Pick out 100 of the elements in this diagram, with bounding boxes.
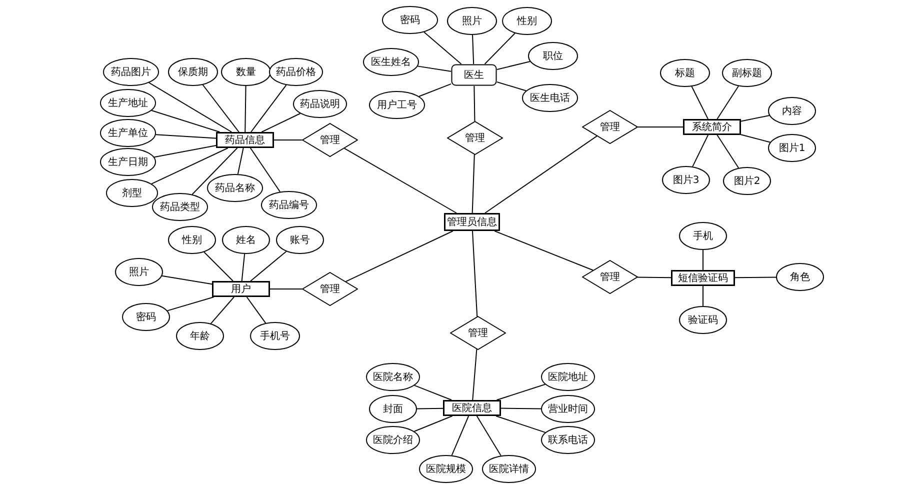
attribute-ellipse: 医院介绍	[366, 426, 420, 454]
connector-line	[740, 134, 771, 143]
connector-line	[740, 115, 770, 122]
connector-line	[151, 148, 228, 184]
attribute-ellipse: 营业时间	[541, 395, 595, 423]
attribute-ellipse: 角色	[776, 263, 824, 291]
connector-line	[716, 86, 739, 120]
connector-line	[237, 148, 244, 175]
attribute-ellipse: 副标题	[722, 59, 772, 87]
connector-line	[250, 250, 287, 282]
attribute-ellipse: 保质期	[168, 58, 218, 86]
attribute-ellipse: 姓名	[222, 226, 270, 254]
attribute-ellipse: 药品图片	[103, 58, 159, 86]
connector-line	[496, 81, 527, 92]
connector-line	[494, 230, 594, 271]
attribute-ellipse: 数量	[221, 58, 271, 86]
attribute-ellipse: 封面	[369, 395, 417, 423]
attribute-ellipse: 性别	[168, 226, 216, 254]
relationship-diamond: 管理	[447, 121, 503, 155]
attribute-ellipse: 性别	[502, 7, 552, 35]
attribute-ellipse: 内容	[768, 97, 816, 125]
attribute-ellipse: 用户工号	[369, 91, 425, 119]
connector-line	[472, 34, 474, 64]
connector-line	[424, 32, 462, 64]
attribute-ellipse: 验证码	[679, 306, 727, 334]
connector-line	[474, 86, 476, 122]
attribute-ellipse: 手机	[679, 222, 727, 250]
relationship-diamond: 管理	[302, 123, 358, 157]
connector-line	[202, 84, 240, 132]
attribute-ellipse: 药品类型	[152, 193, 208, 221]
attribute-ellipse: 医院详情	[482, 455, 536, 483]
connector-line	[250, 84, 287, 132]
connector-line	[250, 148, 281, 192]
entity-box: 医院信息	[443, 400, 501, 416]
connector-line	[151, 110, 220, 132]
attribute-ellipse: 年龄	[176, 322, 224, 350]
attribute-ellipse: 图片3	[662, 166, 710, 194]
attribute-ellipse: 图片2	[723, 167, 771, 195]
attribute-ellipse: 药品价格	[269, 58, 323, 86]
connector-line	[344, 148, 457, 214]
connector-line	[416, 408, 444, 410]
entity-box: 管理员信息	[444, 213, 500, 231]
connector-line	[192, 148, 238, 195]
connector-line	[162, 275, 212, 285]
connector-line	[484, 32, 516, 64]
connector-line	[702, 250, 704, 270]
connector-line	[148, 82, 232, 132]
connector-line	[692, 134, 709, 168]
entity-box: 系统简介	[683, 119, 741, 135]
connector-line	[472, 230, 478, 318]
connector-line	[500, 408, 542, 410]
attribute-ellipse: 生产地址	[100, 89, 156, 117]
connector-line	[496, 384, 546, 400]
attribute-ellipse: 医院地址	[541, 363, 595, 391]
attribute-ellipse: 生产单位	[100, 119, 156, 147]
connector-line	[244, 86, 246, 132]
attribute-ellipse: 密码	[382, 6, 438, 34]
attribute-ellipse: 标题	[660, 59, 710, 87]
attribute-ellipse: 医院名称	[366, 363, 420, 391]
attribute-ellipse: 药品编号	[261, 191, 317, 219]
connector-line	[241, 253, 246, 282]
attribute-ellipse: 账号	[276, 226, 324, 254]
attribute-ellipse: 医院规模	[419, 455, 473, 483]
connector-line	[345, 230, 454, 282]
attribute-ellipse: 密码	[122, 303, 170, 331]
connector-line	[637, 276, 672, 278]
connector-line	[246, 296, 266, 324]
entity-box: 医生	[451, 64, 497, 86]
connector-line	[414, 384, 452, 400]
attribute-ellipse: 药品名称	[207, 174, 263, 202]
connector-line	[716, 134, 739, 168]
connector-line	[166, 296, 214, 312]
connector-line	[691, 86, 708, 120]
relationship-diamond: 管理	[582, 260, 638, 294]
attribute-ellipse: 职位	[528, 42, 578, 70]
attribute-ellipse: 生产日期	[100, 148, 156, 176]
connector-line	[734, 276, 776, 278]
attribute-ellipse: 手机号	[250, 322, 300, 350]
connector-line	[417, 66, 452, 72]
relationship-diamond: 管理	[450, 316, 506, 350]
attribute-ellipse: 医生姓名	[363, 48, 419, 76]
attribute-ellipse: 图片1	[768, 134, 816, 162]
entity-box: 用户	[212, 281, 270, 297]
connector-line	[496, 61, 531, 70]
attribute-ellipse: 照片	[447, 7, 497, 35]
attribute-ellipse: 照片	[115, 258, 163, 286]
connector-line	[638, 126, 684, 128]
connector-line	[496, 416, 546, 433]
connector-line	[155, 134, 216, 139]
connector-line	[210, 296, 235, 324]
connector-line	[472, 348, 478, 400]
connector-line	[472, 154, 475, 214]
connector-line	[702, 286, 704, 306]
connector-line	[261, 113, 301, 132]
connector-line	[476, 416, 502, 456]
relationship-diamond: 管理	[582, 110, 638, 144]
connector-line	[270, 288, 302, 290]
connector-line	[204, 252, 234, 282]
attribute-ellipse: 医生电话	[522, 84, 578, 112]
attribute-ellipse: 联系电话	[541, 426, 595, 454]
